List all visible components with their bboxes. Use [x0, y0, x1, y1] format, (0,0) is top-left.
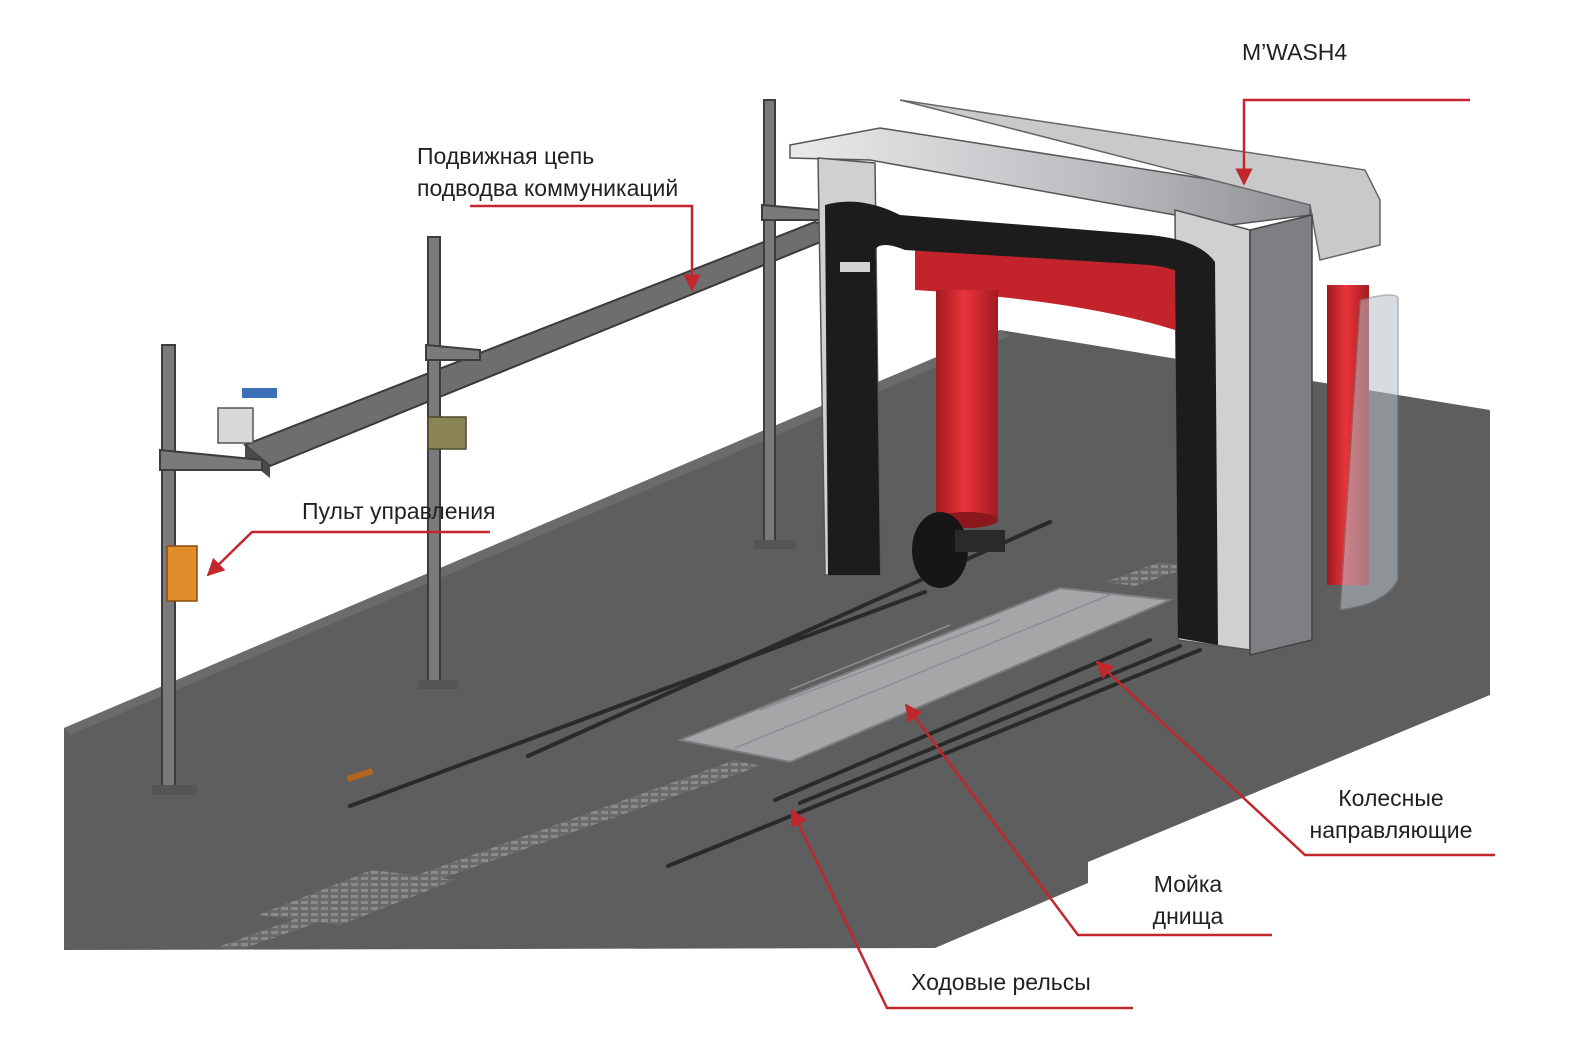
- label-underbody-wash: Мойка днища: [1128, 868, 1248, 932]
- wash-gantry: [789, 99, 1399, 656]
- wash-plate-seams: [734, 593, 1113, 749]
- label-underbody-wash-line1: Мойка: [1153, 871, 1223, 897]
- underbody-wash-plate: [676, 586, 1174, 764]
- drain-grate-large: [258, 870, 455, 925]
- label-underbody-wash-line2: днища: [1152, 903, 1224, 929]
- label-wheel-guides-line1: Колесные: [1338, 785, 1444, 811]
- cable-tray: [243, 220, 848, 468]
- control-panel-box: [166, 545, 198, 602]
- junction-box: [427, 416, 467, 450]
- drain-grate-right: [1105, 562, 1190, 586]
- label-control-panel: Пульт управления: [302, 498, 496, 524]
- rail-stopper: [346, 768, 374, 782]
- callout-lines: [206, 98, 1495, 1010]
- label-chain-line1: Подвижная цепь: [417, 143, 595, 169]
- label-wheel-guides-line2: направляющие: [1309, 817, 1473, 843]
- floor-slab: [64, 330, 1490, 950]
- label-product-name: M’WASH4: [1242, 39, 1348, 65]
- label-chain: Подвижная цепь подводва коммуникаций: [417, 140, 678, 204]
- label-chain-line2: подводва коммуникаций: [417, 175, 679, 201]
- control-cabinet-lid: [242, 388, 277, 398]
- post-base-plates: [152, 540, 796, 795]
- running-rails: [348, 520, 1202, 868]
- label-running-rails: Ходовые рельсы: [911, 969, 1091, 995]
- control-cabinet: [217, 407, 254, 444]
- label-wheel-guides: Колесные направляющие: [1286, 782, 1496, 846]
